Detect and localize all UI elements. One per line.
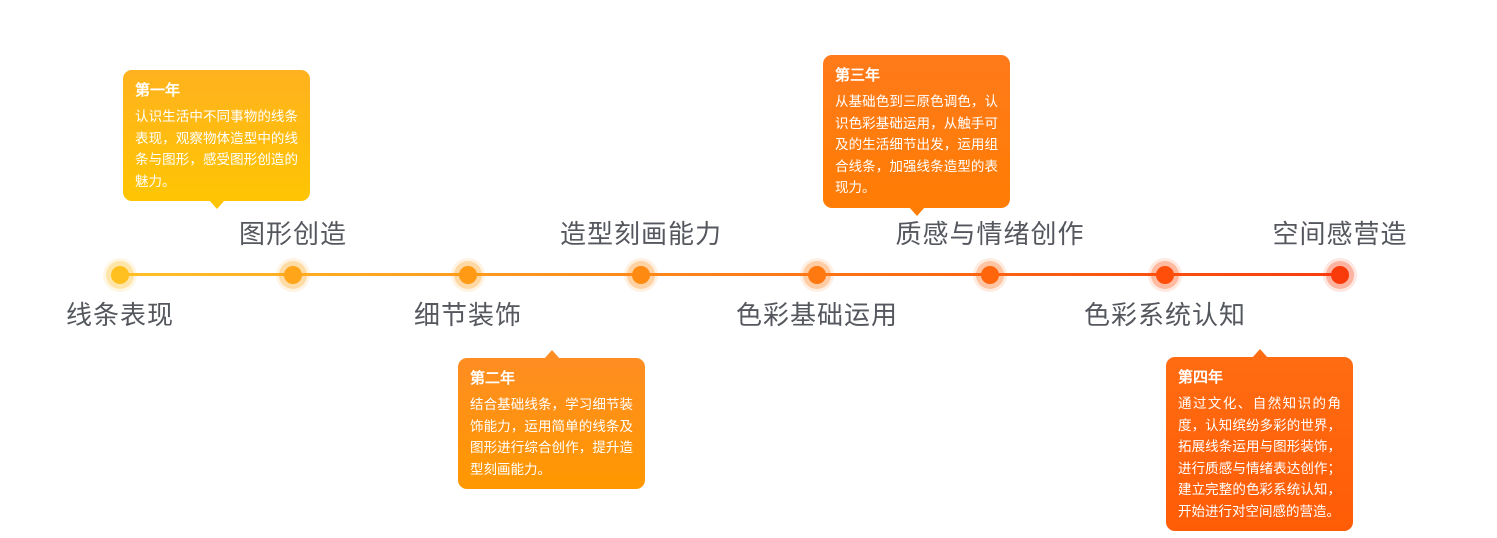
callout-body: 结合基础线条，学习细节装饰能力，运用简单的线条及图形进行综合创作，提升造型刻画能… bbox=[470, 397, 633, 477]
timeline-stage-label: 质感与情绪创作 bbox=[895, 219, 1085, 249]
timeline-stage-label: 图形创造 bbox=[238, 219, 348, 249]
timeline-stage-label: 细节装饰 bbox=[413, 300, 523, 330]
timeline-stage-label: 造型刻画能力 bbox=[559, 219, 723, 249]
timeline-line bbox=[120, 273, 1340, 276]
timeline-stage-label: 色彩系统认知 bbox=[1083, 300, 1247, 330]
timeline-stage-label: 线条表现 bbox=[65, 300, 175, 330]
callout-title: 第一年 bbox=[135, 82, 181, 99]
callout-pointer-icon bbox=[208, 200, 225, 209]
callout-body: 认识生活中不同事物的线条表现，观察物体造型中的线条与图形，感受图形创造的魅力。 bbox=[135, 109, 298, 189]
timeline-stage-label: 空间感营造 bbox=[1272, 219, 1408, 249]
year-callout: 第三年从基础色到三原色调色，认识色彩基础运用，从触手可及的生活细节出发，运用组合… bbox=[823, 55, 1010, 216]
timeline-dot bbox=[111, 266, 129, 284]
timeline-dot bbox=[1331, 266, 1349, 284]
timeline-dot bbox=[808, 266, 826, 284]
timeline-dot bbox=[284, 266, 302, 284]
callout-body: 通过文化、自然知识的角度，认知缤纷多彩的世界，拓展线条运用与图形装饰，进行质感与… bbox=[1178, 396, 1341, 519]
timeline-dot bbox=[1156, 266, 1174, 284]
year-callout: 第四年通过文化、自然知识的角度，认知缤纷多彩的世界，拓展线条运用与图形装饰，进行… bbox=[1166, 349, 1353, 531]
callout-pointer-icon bbox=[543, 350, 560, 359]
callout-title: 第四年 bbox=[1178, 369, 1224, 386]
timeline-stage-label: 色彩基础运用 bbox=[735, 300, 899, 330]
callout-body: 从基础色到三原色调色，认识色彩基础运用，从触手可及的生活细节出发，运用组合线条，… bbox=[835, 94, 998, 195]
callout-title: 第三年 bbox=[835, 67, 881, 84]
timeline-dot bbox=[981, 266, 999, 284]
timeline-dot bbox=[632, 266, 650, 284]
year-callout: 第一年认识生活中不同事物的线条表现，观察物体造型中的线条与图形，感受图形创造的魅… bbox=[123, 70, 310, 209]
callout-pointer-icon bbox=[908, 206, 925, 216]
callout-pointer-icon bbox=[1251, 349, 1268, 358]
timeline-dot bbox=[459, 266, 477, 284]
callout-title: 第二年 bbox=[470, 370, 516, 387]
year-callout: 第二年结合基础线条，学习细节装饰能力，运用简单的线条及图形进行综合创作，提升造型… bbox=[458, 350, 645, 489]
